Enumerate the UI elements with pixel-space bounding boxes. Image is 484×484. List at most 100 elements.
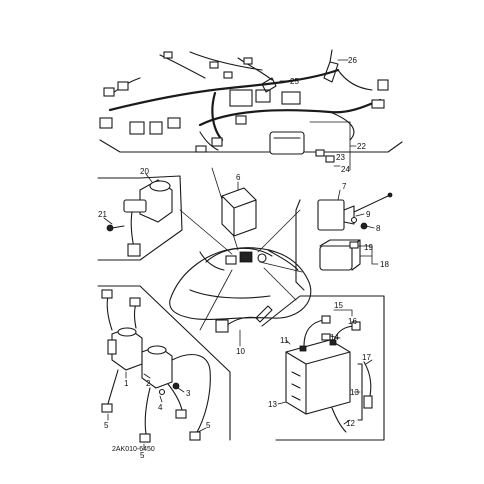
leader-line	[343, 419, 351, 425]
leader-line	[145, 173, 153, 183]
leader-line	[357, 245, 379, 265]
harness-connector	[229, 89, 253, 107]
cable-band-26	[323, 61, 339, 83]
sub-harness-10-connector	[215, 319, 229, 333]
coil-primary-lead	[106, 295, 113, 331]
frame-tube-rear	[267, 249, 299, 271]
callout-2: 2	[146, 379, 151, 388]
callout-26: 26	[348, 56, 357, 65]
battery-cells	[291, 371, 301, 401]
callout-18: 18	[380, 260, 389, 269]
leader-line	[337, 189, 341, 201]
wire-harness-group	[99, 49, 403, 171]
callout-4: 4	[158, 403, 163, 412]
leader-fan	[259, 261, 303, 273]
coil-primary-connector	[129, 297, 141, 307]
ignition-coil-group	[97, 285, 231, 451]
leader-fan	[263, 267, 297, 301]
callout-labels: 26 25 22 23 24 20 21 6 7 9 8 19 18 10 15…	[98, 56, 389, 460]
leader-line	[365, 225, 375, 229]
harness-section-divider	[99, 139, 403, 153]
leader-fan	[179, 209, 233, 255]
battery-11	[285, 339, 351, 415]
harness-connector	[149, 121, 163, 135]
callout-5-left: 5	[104, 421, 109, 430]
battery-band-13	[357, 363, 363, 421]
callout-7: 7	[342, 182, 347, 191]
switch-section-divider	[97, 175, 183, 261]
lead-17	[363, 361, 372, 397]
callout-24: 24	[341, 165, 350, 174]
coil-1b-cap	[147, 345, 167, 355]
plug-lead-2	[107, 369, 119, 405]
callout-1: 1	[124, 379, 129, 388]
callout-20: 20	[140, 167, 149, 176]
leader-line	[333, 309, 353, 317]
harness-connector	[167, 117, 181, 129]
harness-connector	[103, 87, 115, 97]
leader-line	[365, 359, 373, 365]
plug-cap-5	[189, 431, 201, 441]
callout-23: 23	[336, 153, 345, 162]
harness-connector	[235, 115, 247, 125]
callout-11: 11	[280, 336, 289, 345]
leader-fan	[199, 269, 233, 331]
leader-line	[159, 395, 163, 403]
plug-lead-2	[144, 387, 151, 435]
harness-connector	[209, 61, 219, 69]
relay-section-divider	[295, 199, 305, 291]
callout-22: 22	[357, 142, 366, 151]
control-unit-6	[221, 187, 257, 237]
washer-9	[350, 216, 358, 224]
leader-fan	[257, 209, 301, 253]
sub-harness-10	[255, 305, 273, 323]
fuse-box	[269, 131, 305, 155]
harness-connector	[117, 81, 129, 91]
coil-1a-cap	[117, 327, 137, 337]
plug-lead-2	[167, 383, 183, 411]
frame-mounted-bulb	[257, 253, 267, 263]
harness-connector	[255, 89, 271, 103]
relay-7-rod	[353, 195, 389, 213]
sub-harness-10-wires	[225, 316, 259, 327]
leader-line	[103, 217, 113, 225]
harness-connector	[195, 145, 207, 153]
relay-18	[319, 245, 353, 271]
cable-cap-14	[321, 333, 331, 341]
callout-19: 19	[364, 243, 373, 252]
plug-cap	[175, 409, 187, 419]
relay-group	[295, 189, 393, 291]
wire-harness-branch-a	[211, 91, 224, 142]
callout-21: 21	[98, 210, 107, 219]
switch-cap-20	[149, 180, 171, 192]
frame-mounted-unit	[225, 255, 237, 265]
battery-group	[261, 295, 385, 441]
switch-wire-20	[130, 211, 135, 249]
frame-tube-front	[199, 251, 225, 271]
cable-band-26-strap	[329, 49, 333, 63]
harness-connector	[223, 71, 233, 79]
wire-harness-main	[108, 68, 340, 112]
wire-harness-branch-g	[329, 111, 355, 141]
harness-connector	[377, 79, 389, 91]
lead-17-connector	[363, 395, 373, 409]
callout-9: 9	[366, 210, 371, 219]
harness-connector	[99, 117, 113, 129]
coil-section-divider	[97, 285, 231, 441]
coil-primary-lead	[133, 303, 137, 329]
clamp-24	[325, 155, 335, 163]
callout-14: 14	[330, 333, 339, 342]
callout-5-right: 5	[206, 421, 211, 430]
leader-line	[143, 373, 151, 379]
harness-connector	[129, 121, 145, 135]
battery-cable-15	[303, 319, 325, 347]
callout-12: 12	[346, 419, 355, 428]
coil-primary-connector	[101, 289, 113, 299]
relay-7-rod-end	[387, 192, 393, 198]
callout-10: 10	[236, 347, 245, 356]
wire-harness-branch-e	[237, 57, 273, 81]
battery-section-divider	[261, 295, 385, 441]
leader-line	[329, 335, 341, 339]
